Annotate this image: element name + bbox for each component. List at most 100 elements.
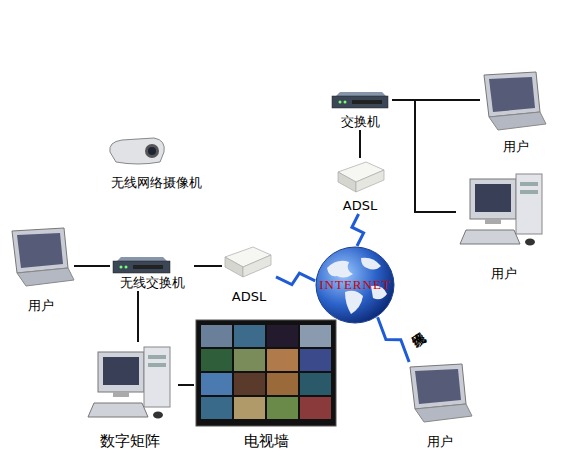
- monitor-screen: [103, 357, 139, 385]
- switch-device: [332, 92, 388, 108]
- adsl-modem: [338, 162, 384, 192]
- switch-body: [332, 96, 388, 108]
- tv-tile: [300, 373, 331, 395]
- tv-tile: [234, 373, 265, 395]
- monitor-stand: [113, 392, 129, 397]
- device-node: 交换机: [328, 90, 392, 130]
- device-label: ADSL: [294, 198, 426, 214]
- tv-tile: [234, 397, 265, 419]
- switch-top: [336, 92, 386, 96]
- text-block: INTERNET: [275, 246, 435, 324]
- switch-led: [120, 266, 123, 269]
- text-block: 交换机: [288, 114, 432, 130]
- device-node: 电视墙: [194, 318, 338, 450]
- tv-tile: [201, 397, 232, 419]
- tv-tile: [201, 349, 232, 371]
- tv-tile: [300, 397, 331, 419]
- wireless-link: [378, 317, 410, 362]
- switch-device: [113, 257, 170, 273]
- device-label: 电视墙: [154, 432, 378, 450]
- device-label: ADSL: [182, 289, 316, 305]
- camera-lens: [145, 144, 159, 158]
- text-block: ADSL: [294, 198, 426, 214]
- laptop-base: [415, 404, 472, 422]
- laptop-lid: [12, 228, 68, 273]
- cloud-label: INTERNET: [319, 277, 391, 293]
- switch-top: [117, 257, 167, 261]
- text-block: 电视墙: [154, 432, 378, 450]
- continent: [345, 291, 363, 314]
- laptop-lid: [410, 364, 466, 409]
- tower: [516, 174, 542, 234]
- switch-ports: [133, 265, 163, 269]
- tv-frame: [196, 320, 336, 426]
- tv-tile: [234, 349, 265, 371]
- monitor-screen: [475, 184, 511, 212]
- drive-slot: [148, 355, 166, 359]
- device-node: 用户: [405, 362, 475, 450]
- text-block: 用户: [416, 266, 577, 282]
- laptop-screen: [415, 369, 461, 404]
- wireless-link: [352, 214, 364, 246]
- cable-line: [178, 384, 194, 386]
- cable-line: [74, 265, 110, 267]
- device-node: 用户: [456, 170, 552, 282]
- monitor-stand: [485, 219, 501, 224]
- tv-tile: [300, 349, 331, 371]
- device-node: ADSL: [222, 243, 276, 305]
- modem-side: [225, 257, 243, 277]
- camera-lens: [148, 147, 156, 155]
- drive-slot: [520, 182, 538, 186]
- text-block: ADSL: [182, 289, 316, 305]
- text-block: 无线交换机: [70, 275, 234, 291]
- tower: [144, 347, 170, 407]
- device-label: 用户: [365, 434, 515, 450]
- device-node: 数字矩阵: [82, 342, 178, 450]
- device-node: 无线网络摄像机: [100, 135, 212, 191]
- text-block: 用户: [0, 298, 114, 314]
- device-label: 用户: [416, 266, 577, 282]
- text-block: 用户: [440, 139, 577, 155]
- laptop-screen: [489, 77, 535, 112]
- laptop-device: [410, 364, 472, 422]
- cable-line: [392, 100, 456, 212]
- modem-front: [356, 170, 384, 192]
- tv-tile: [201, 373, 232, 395]
- drive-slot: [520, 190, 538, 194]
- laptop-lid: [484, 72, 540, 117]
- switch-led: [344, 101, 347, 104]
- switch-led: [339, 101, 342, 104]
- switch-led: [125, 266, 128, 269]
- keyboard: [460, 230, 520, 244]
- laptop-device: [484, 72, 546, 130]
- device-node: 无线交换机: [110, 255, 194, 291]
- device-node: 用户: [8, 228, 74, 314]
- laptop-base: [17, 268, 74, 286]
- tv-tile: [267, 349, 298, 371]
- cable-line: [194, 265, 222, 267]
- tv-tile: [201, 325, 232, 347]
- device-label: 用户: [0, 298, 114, 314]
- modem-front: [243, 255, 271, 277]
- tv-tile: [267, 373, 298, 395]
- desktop-device: [88, 347, 170, 419]
- device-label: 交换机: [288, 114, 432, 130]
- device-label: 数字矩阵: [42, 432, 218, 450]
- laptop-screen: [17, 233, 63, 268]
- device-node: ADSL: [334, 158, 386, 214]
- tv-tile: [300, 325, 331, 347]
- laptop-base: [489, 112, 546, 130]
- modem-side: [338, 172, 356, 192]
- wireless-link: [276, 273, 315, 284]
- drive-slot: [148, 363, 166, 367]
- camera-body: [110, 138, 165, 164]
- globe: [316, 247, 394, 323]
- network-cloud: INTERNET: [315, 246, 395, 324]
- tv-tile: [234, 325, 265, 347]
- switch-body: [113, 261, 170, 273]
- desktop-device: [460, 174, 542, 246]
- device-label: 用户: [440, 139, 577, 155]
